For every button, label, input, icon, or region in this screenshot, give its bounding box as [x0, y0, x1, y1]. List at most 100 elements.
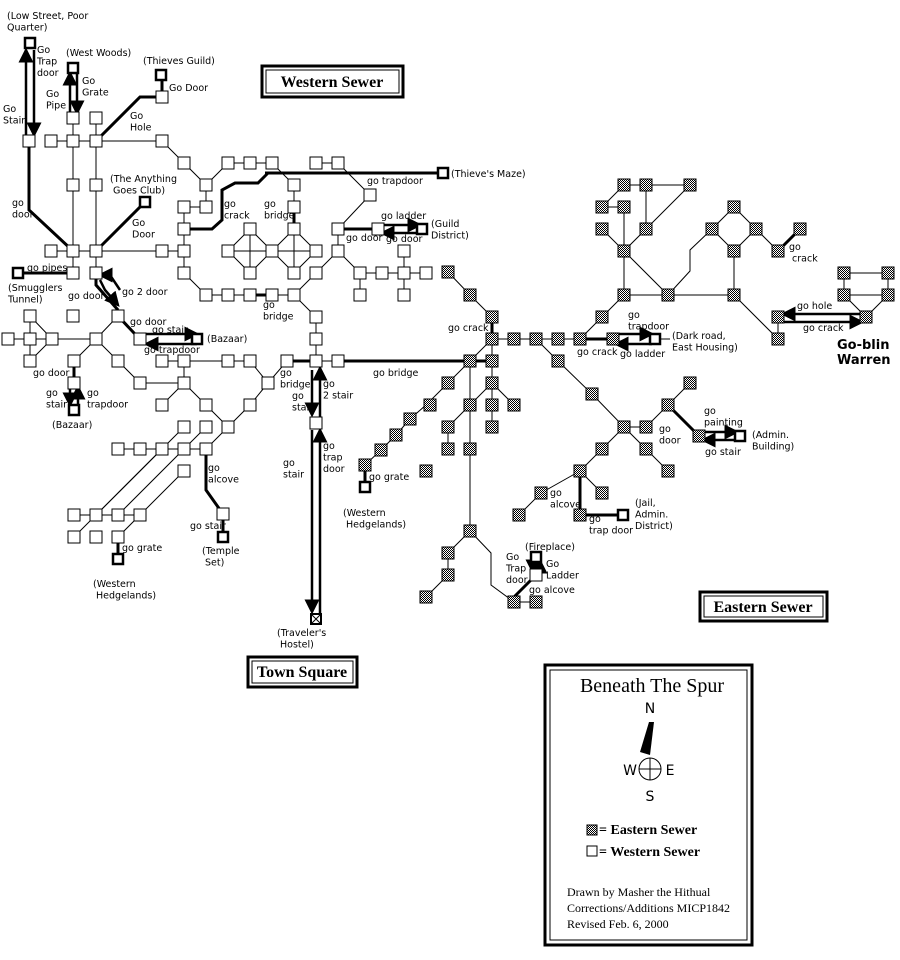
- one-way-arrow-icon: [98, 279, 120, 307]
- map-label: (Traveler's Hostel): [277, 628, 326, 651]
- western-room: [265, 244, 279, 258]
- exit-room: [66, 61, 80, 75]
- map-label: (Bazaar): [207, 334, 247, 345]
- passage-line: [733, 294, 779, 340]
- western-room: [287, 222, 301, 236]
- western-room: [309, 244, 323, 258]
- eastern-room: [617, 288, 631, 302]
- eastern-room: [595, 310, 609, 324]
- eastern-room: [419, 464, 433, 478]
- map-label: go door: [386, 234, 423, 245]
- western-room: [419, 266, 433, 280]
- passage-line: [469, 530, 536, 603]
- western-room: [89, 266, 103, 280]
- western-room: [67, 508, 81, 522]
- eastern-room: [771, 244, 785, 258]
- western-room: [155, 134, 169, 148]
- western-room: [133, 442, 147, 456]
- western-room: [89, 111, 103, 125]
- eastern-room: [727, 288, 741, 302]
- western-room: [1, 332, 15, 346]
- western-room: [331, 222, 345, 236]
- western-room: [287, 288, 301, 302]
- exit-room: [358, 480, 372, 494]
- eastern-room: [661, 464, 675, 478]
- western-room: [280, 354, 294, 368]
- passage-line: [667, 228, 713, 296]
- exit-room: [154, 68, 168, 82]
- map-label: go stair: [190, 521, 226, 532]
- western-room: [529, 568, 543, 582]
- map-label: go trapdoor: [367, 176, 423, 187]
- western-room: [177, 354, 191, 368]
- eastern-room: [358, 458, 372, 472]
- western-room: [177, 266, 191, 280]
- eastern-room: [551, 354, 565, 368]
- compass-east: E: [666, 763, 675, 779]
- eastern-room: [617, 178, 631, 192]
- map-label: (Thieves Guild): [143, 56, 215, 67]
- exit-room: [67, 403, 81, 417]
- western-room: [111, 354, 125, 368]
- exit-room: [436, 166, 450, 180]
- eastern-room: [606, 332, 620, 346]
- western-room: [155, 354, 169, 368]
- map-label: go door: [130, 317, 167, 328]
- eastern-room: [859, 310, 873, 324]
- map-label: (Fireplace): [525, 542, 575, 553]
- western-room: [199, 288, 213, 302]
- western-room: [177, 420, 191, 434]
- eastern-room: [403, 412, 417, 426]
- town-square-title: Town Square: [257, 664, 347, 681]
- western-room: [133, 332, 147, 346]
- eastern-room: [485, 398, 499, 412]
- map-label: (Dark road,East Housing): [672, 331, 738, 354]
- western-room: [309, 266, 323, 280]
- western-room: [177, 156, 191, 170]
- western-room: [44, 134, 58, 148]
- map-label: go ladder: [381, 211, 426, 222]
- map-label: go 2 door: [122, 287, 168, 298]
- eastern-room: [441, 568, 455, 582]
- eastern-room: [639, 178, 653, 192]
- western-room: [243, 288, 257, 302]
- western-room: [66, 178, 80, 192]
- map-label: go crack: [803, 323, 844, 334]
- eastern-room: [749, 222, 763, 236]
- western-room: [66, 309, 80, 323]
- western-room: [397, 288, 411, 302]
- western-room: [221, 354, 235, 368]
- eastern-room: [881, 288, 895, 302]
- exit-room: [190, 332, 204, 346]
- western-room: [133, 376, 147, 390]
- eastern-room: [771, 332, 785, 346]
- credit-line: Corrections/Additions MICP1842: [567, 901, 730, 915]
- western-room: [66, 134, 80, 148]
- exit-room: [648, 332, 662, 346]
- passage-line: [711, 206, 757, 252]
- map-label: go crack: [448, 323, 489, 334]
- map-label: go stair: [705, 447, 741, 458]
- eastern-room: [705, 222, 719, 236]
- eastern-room: [441, 265, 455, 279]
- eastern-sewer-title: Eastern Sewer: [713, 599, 812, 616]
- passage-line: [27, 141, 75, 253]
- map-label: (Bazaar): [52, 420, 92, 431]
- western-room: [331, 244, 345, 258]
- eastern-room: [485, 332, 499, 346]
- western-room: [23, 354, 37, 368]
- western-room: [89, 332, 103, 346]
- western-room: [89, 178, 103, 192]
- western-room: [221, 288, 235, 302]
- eastern-room: [507, 595, 521, 609]
- western-room: [216, 507, 230, 521]
- eastern-room: [573, 464, 587, 478]
